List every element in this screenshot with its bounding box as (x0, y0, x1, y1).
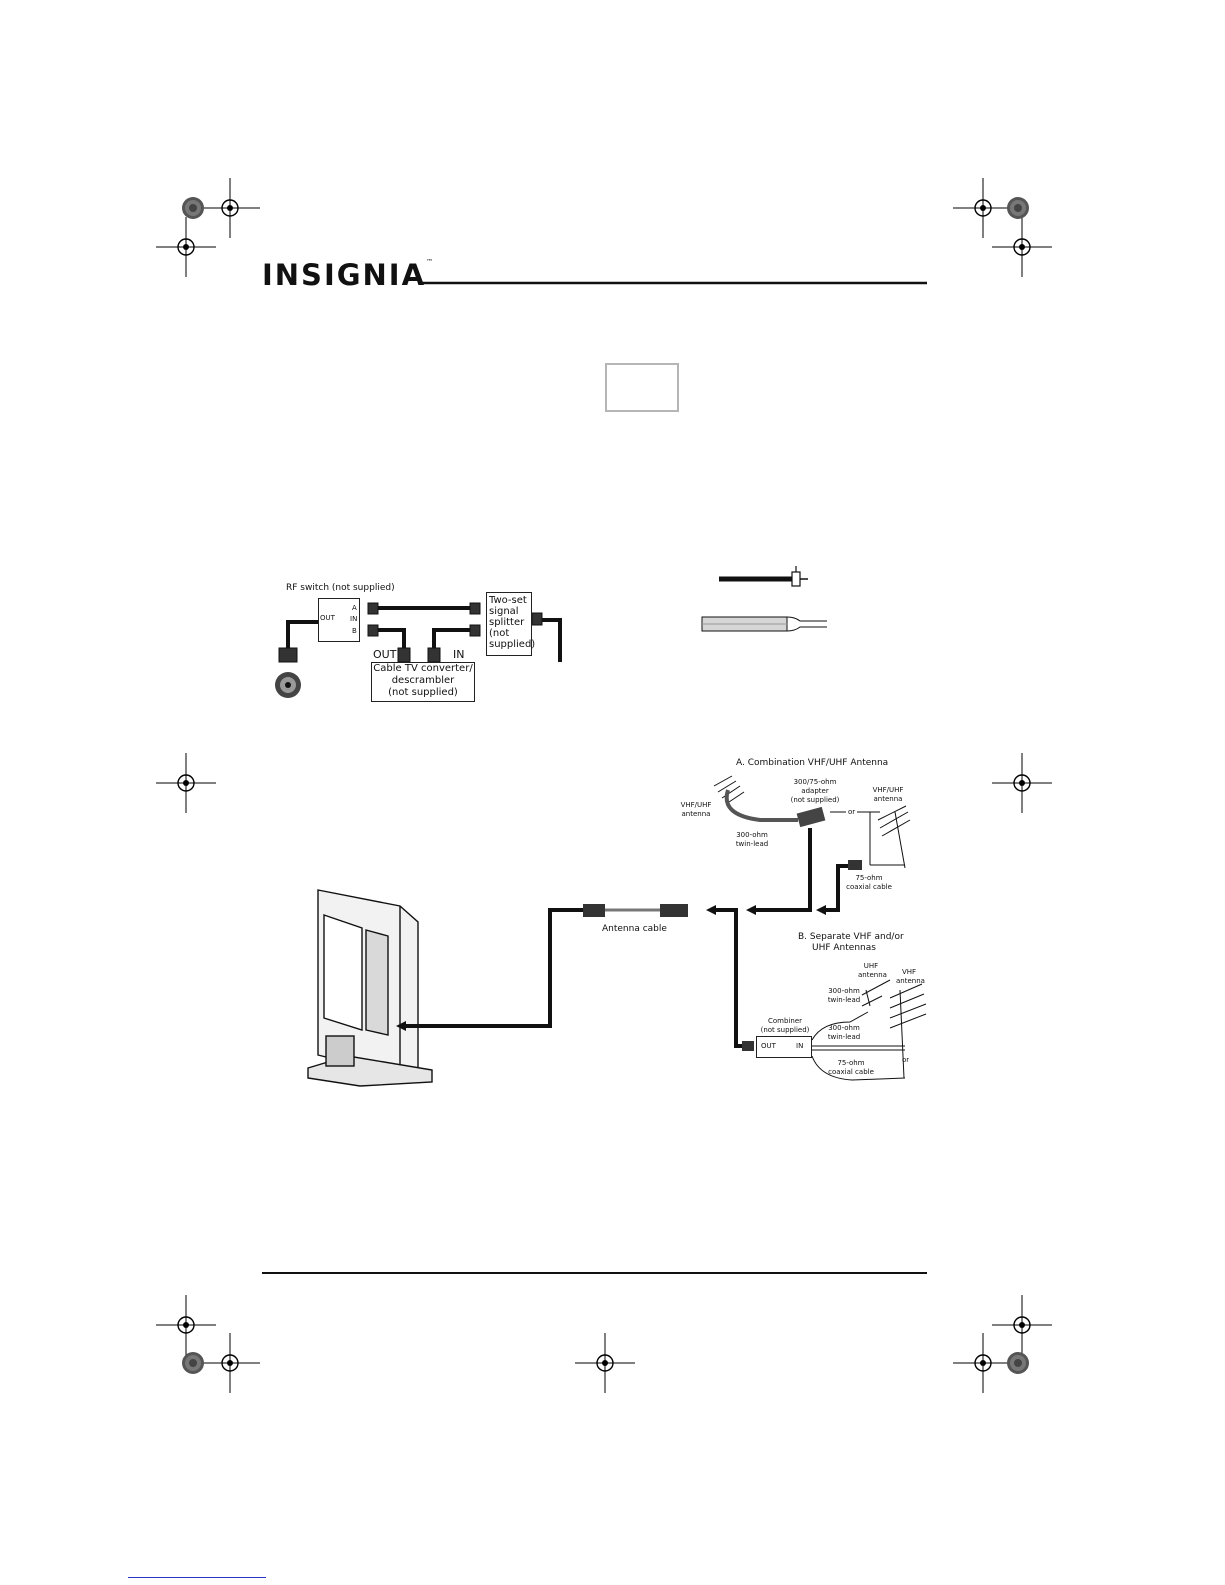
twin-lead-cable-icon (701, 616, 827, 632)
note-placeholder-box (605, 363, 679, 412)
vhf-antenna-icon (889, 983, 927, 1079)
two-set-splitter-box: Two-set signal splitter (not supplied) (486, 592, 536, 656)
combiner-label: Combiner (not supplied) (760, 1017, 810, 1035)
footer-link-underline (128, 1577, 266, 1578)
vhf-line-2: antenna (896, 977, 925, 985)
adapter-icon (796, 806, 826, 828)
twin-lead-b2-line-2: twin-lead (827, 1033, 861, 1041)
uhf-antenna-icon (861, 979, 891, 1007)
section-b-title: B. Separate VHF and/or UHF Antennas (798, 932, 904, 954)
switch-out-label: OUT (320, 614, 335, 622)
or-a-label: or (846, 808, 858, 817)
main-cables (396, 828, 848, 1048)
antenna-cable-icon (583, 904, 688, 917)
vhf-uhf-left-line-2: antenna (681, 810, 711, 818)
switch-in-label: IN (350, 615, 358, 623)
wall-jack-icon (275, 672, 301, 698)
vhf-uhf-antenna-right-icon (869, 805, 911, 869)
twin-lead-a-line-2: twin-lead (735, 840, 769, 848)
cable-converter-box: Cable TV converter/ descrambler (not sup… (371, 662, 475, 702)
coax-b-line-1: 75-ohm (837, 1059, 865, 1067)
logo-text: INSIGNIA (262, 258, 427, 292)
vhf-antenna-label: VHF antenna (896, 968, 925, 986)
coax-a-line-1: 75-ohm (855, 874, 883, 882)
switch-a-label: A (352, 604, 357, 612)
converter-in-label: IN (453, 648, 465, 661)
combiner-line-1: Combiner (768, 1017, 802, 1025)
twin-lead-b1-line-2: twin-lead (827, 996, 861, 1004)
antenna-cable-label: Antenna cable (602, 924, 667, 934)
section-b-line-1: B. Separate VHF and/or (798, 932, 904, 942)
insignia-logo: INSIGNIA™ (262, 258, 433, 292)
combiner-leads (811, 1011, 906, 1081)
converter-line-3: (not supplied) (388, 687, 458, 698)
trademark-mark: ™ (426, 258, 434, 266)
combiner-out-connector (742, 1041, 754, 1051)
coax-b-line-2: coaxial cable (828, 1068, 874, 1076)
rf-switch-box (318, 598, 360, 642)
vhf-uhf-left-label: VHF/UHF antenna (676, 801, 716, 819)
coax-a-label: 75-ohm coaxial cable (844, 874, 894, 892)
adapter-label: 300/75-ohm adapter (not supplied) (780, 778, 850, 805)
coax-b-label: 75-ohm coaxial cable (826, 1059, 876, 1077)
converter-cables (286, 606, 562, 662)
combiner-box (756, 1036, 812, 1058)
twin-lead-b2-line-1: 300-ohm (828, 1024, 860, 1032)
twin-lead-a-line-1: 300-ohm (736, 831, 768, 839)
vhf-uhf-right-line-2: antenna (873, 795, 903, 803)
or-b-label: or (902, 1056, 910, 1064)
vhf-uhf-left-line-1: VHF/UHF (680, 801, 712, 809)
vhf-line-1: VHF (901, 968, 917, 976)
combiner-in-label: IN (796, 1042, 804, 1050)
twin-lead-b1-label: 300-ohm twin-lead (826, 987, 862, 1005)
splitter-line-3: splitter (489, 617, 525, 628)
converter-line-2: descrambler (391, 675, 455, 686)
combiner-line-2: (not supplied) (760, 1026, 810, 1034)
uhf-antenna-label: UHF antenna (858, 962, 887, 980)
splitter-line-5: supplied) (489, 639, 536, 650)
converter-line-1: Cable TV converter/ (373, 663, 473, 674)
section-a-title: A. Combination VHF/UHF Antenna (736, 758, 889, 768)
vhf-uhf-right-label: VHF/UHF antenna (868, 786, 908, 804)
vhf-uhf-antenna-left-icon (713, 775, 798, 822)
splitter-line-4: (not (489, 628, 510, 639)
twin-lead-a-label: 300-ohm twin-lead (732, 831, 772, 849)
switch-b-label: B (352, 627, 357, 635)
converter-connectors (278, 602, 543, 663)
twin-lead-b2-label: 300-ohm twin-lead (826, 1024, 862, 1042)
adapter-line-2: adapter (801, 787, 829, 795)
splitter-line-2: signal (489, 606, 519, 617)
adapter-line-1: 300/75-ohm (793, 778, 837, 786)
coax-a-connector (848, 860, 862, 870)
coaxial-cable-icon (719, 566, 808, 587)
rf-switch-label: RF switch (not supplied) (286, 583, 395, 593)
vhf-uhf-right-line-1: VHF/UHF (872, 786, 904, 794)
section-b-line-2: UHF Antennas (812, 943, 876, 953)
adapter-line-3: (not supplied) (790, 796, 840, 804)
combiner-out-label: OUT (761, 1042, 776, 1050)
coax-a-line-2: coaxial cable (846, 883, 892, 891)
splitter-line-1: Two-set (489, 595, 527, 606)
uhf-line-1: UHF (863, 962, 879, 970)
uhf-line-2: antenna (858, 971, 887, 979)
tv-rear-icon (307, 889, 433, 1087)
converter-out-label: OUT (373, 648, 397, 661)
twin-lead-b1-line-1: 300-ohm (828, 987, 860, 995)
